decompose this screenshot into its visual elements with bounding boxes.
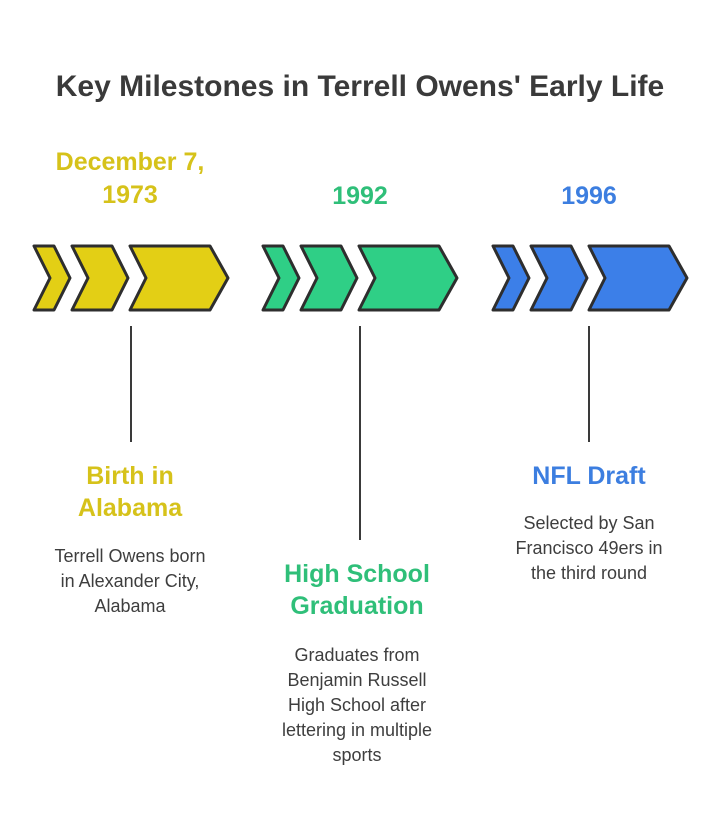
milestone-2-description: Graduates from Benjamin Russell High Sch… (237, 643, 477, 768)
milestone-3-description: Selected by San Francisco 49ers in the t… (469, 511, 709, 586)
milestone-1-chevrons (30, 243, 232, 318)
milestone-1-title: Birth in Alabama (10, 460, 250, 524)
milestone-3-title-line1: NFL Draft (532, 462, 646, 490)
milestone-1-description: Terrell Owens born in Alexander City, Al… (10, 544, 250, 619)
milestone-3-desc-line: Francisco 49ers in (515, 538, 663, 558)
milestone-2-desc-line: lettering in multiple (281, 720, 433, 740)
milestone-2-chevron-medium (299, 244, 359, 312)
milestone-3-connector (588, 326, 590, 442)
milestone-3-chevrons (489, 243, 691, 318)
milestone-2-connector (359, 326, 361, 540)
milestone-1-date: December 7, 1973 (10, 146, 250, 212)
milestone-1-desc-line: in Alexander City, (60, 571, 200, 591)
milestone-1-date-line2: 1973 (102, 181, 158, 209)
milestone-2-desc-line: High School after (287, 695, 427, 715)
milestone-3-chevron-small (491, 244, 531, 312)
milestone-3-chevron-medium (529, 244, 589, 312)
milestone-2-title-line1: High School (284, 560, 430, 588)
milestone-2-chevrons (259, 243, 461, 318)
milestone-3-date: 1996 (469, 180, 709, 213)
milestone-2-date: 1992 (240, 180, 480, 213)
milestone-1-desc-line: Alabama (94, 596, 166, 616)
milestone-3-date-line1: 1996 (561, 182, 617, 210)
page-title: Key Milestones in Terrell Owens' Early L… (55, 70, 665, 103)
milestone-2-desc-line: Graduates from (294, 645, 420, 665)
milestone-1-connector (130, 326, 132, 442)
milestone-1-chevron-large (128, 244, 230, 312)
milestone-2-chevron-large (357, 244, 459, 312)
milestone-2-date-line1: 1992 (332, 182, 388, 210)
milestone-1-desc-line: Terrell Owens born (54, 546, 206, 566)
milestone-3-title: NFL Draft (469, 460, 709, 492)
milestone-1-title-line2: Alabama (77, 494, 183, 522)
milestone-2-title: High School Graduation (237, 558, 477, 622)
milestone-3-desc-line: Selected by San (523, 513, 655, 533)
milestone-2-desc-line: Benjamin Russell (287, 670, 427, 690)
milestone-2-title-line2: Graduation (290, 592, 424, 620)
milestone-3-desc-line: the third round (530, 563, 648, 583)
milestone-1-date-line1: December 7, (55, 148, 205, 176)
milestone-2-chevron-small (261, 244, 301, 312)
milestone-3-chevron-large (587, 244, 689, 312)
milestone-1-chevron-medium (70, 244, 130, 312)
milestone-1-title-line1: Birth in (86, 462, 174, 490)
milestone-2-desc-line: sports (332, 745, 382, 765)
milestone-1-chevron-small (32, 244, 72, 312)
